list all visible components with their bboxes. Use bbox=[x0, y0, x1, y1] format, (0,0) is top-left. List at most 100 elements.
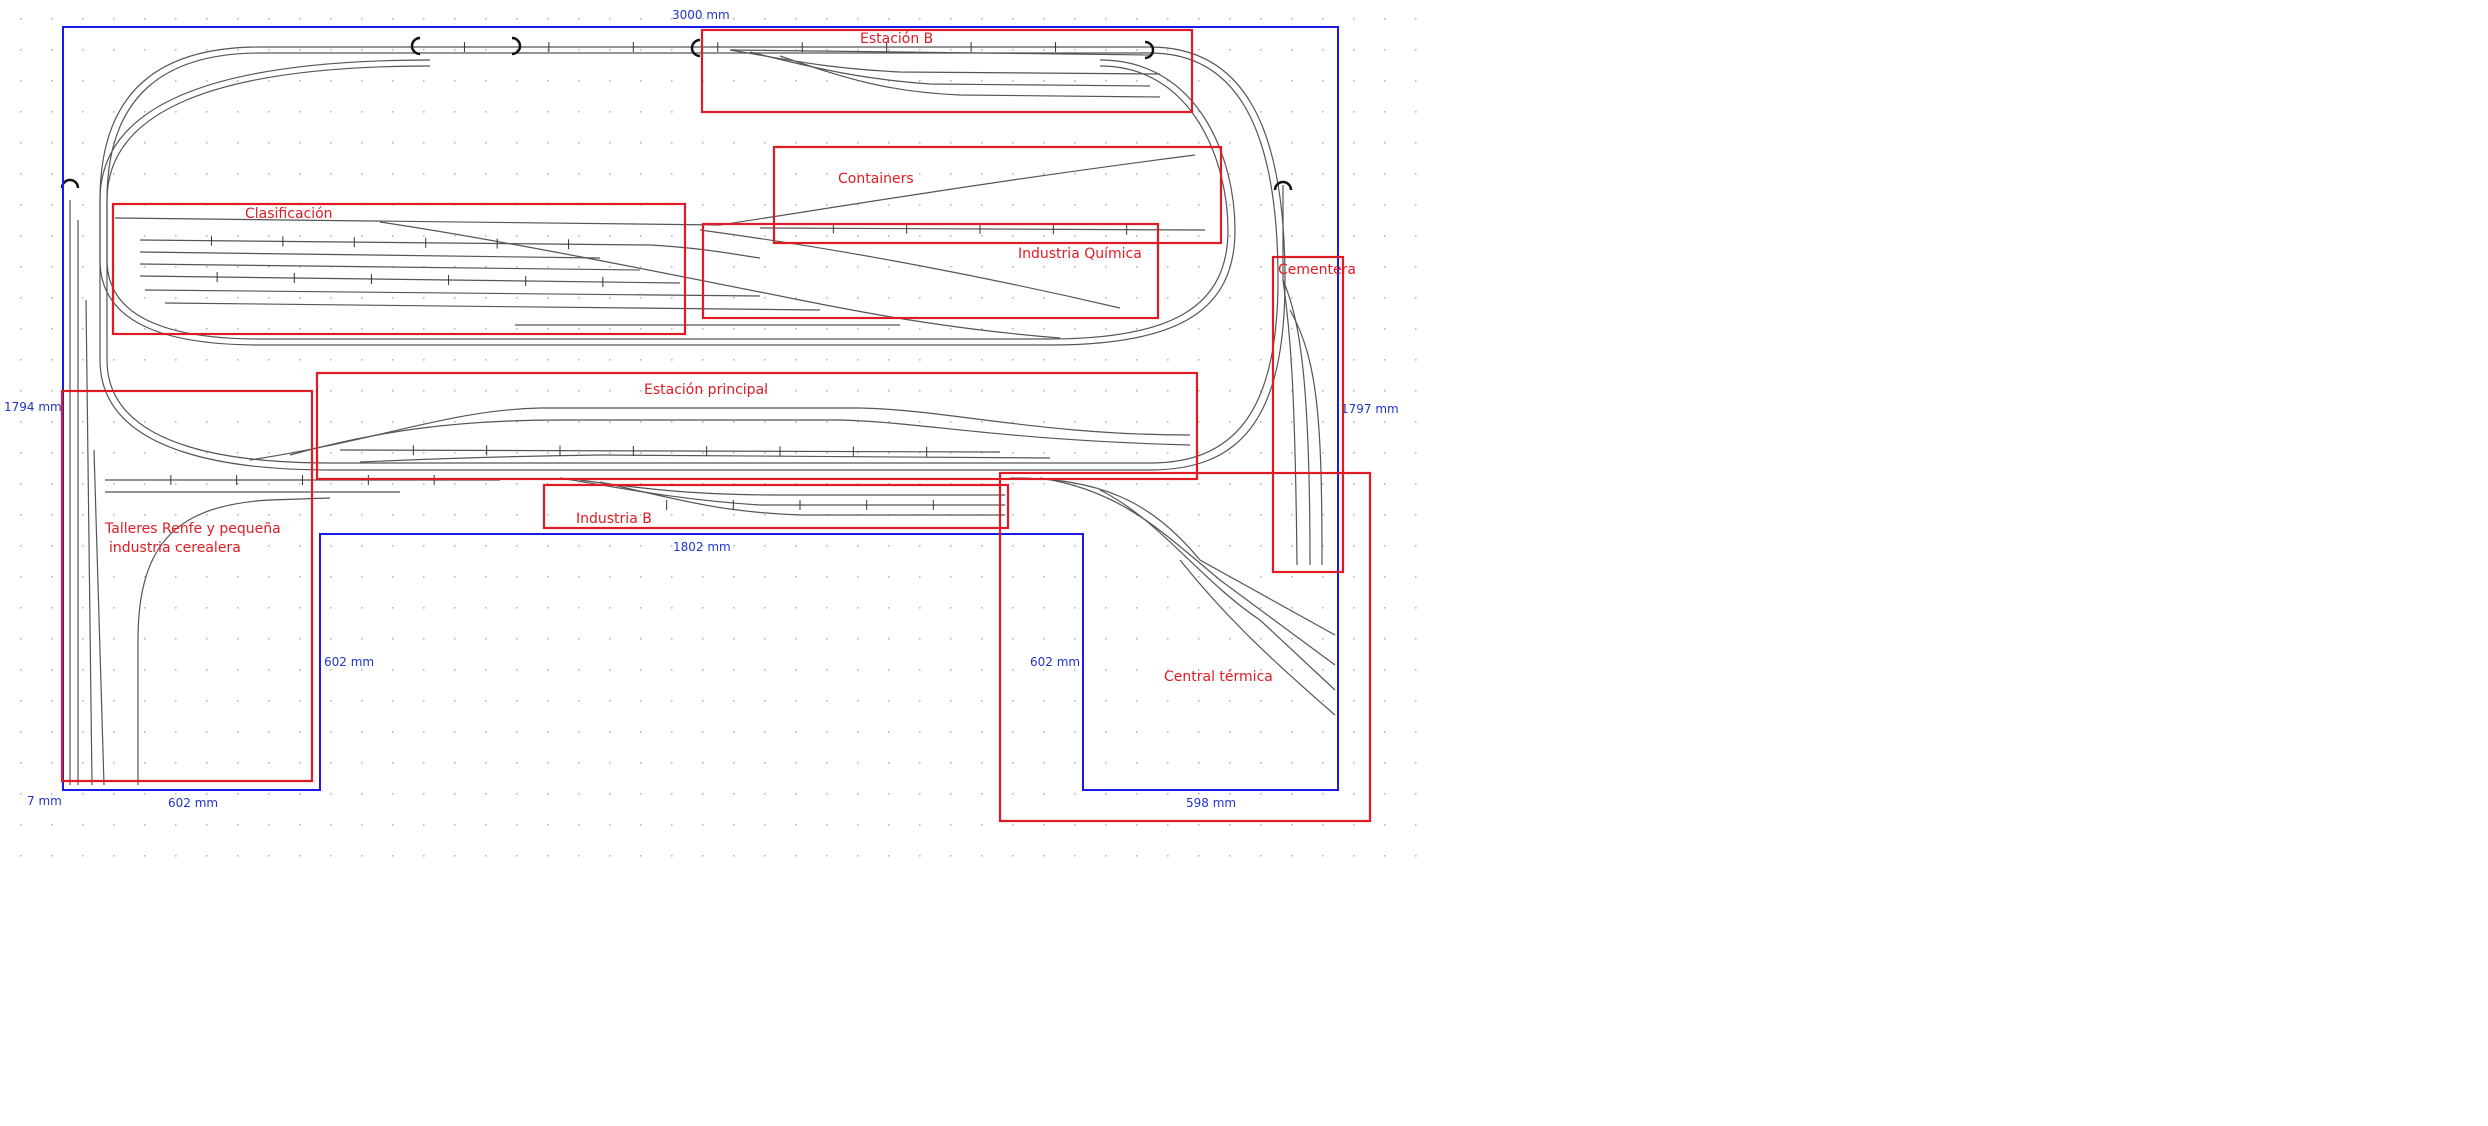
grid-dot bbox=[485, 762, 487, 764]
grid-dot bbox=[175, 607, 177, 609]
grid-dot bbox=[702, 328, 704, 330]
grid-dot bbox=[547, 18, 549, 20]
grid-dot bbox=[702, 545, 704, 547]
label-industria-quimica: Industria Química bbox=[1018, 246, 1142, 262]
grid-dot bbox=[671, 390, 673, 392]
grid-dot bbox=[1322, 638, 1324, 640]
grid-dot bbox=[919, 731, 921, 733]
grid-dot bbox=[330, 638, 332, 640]
grid-dot bbox=[1043, 514, 1045, 516]
grid-dot bbox=[144, 173, 146, 175]
grid-dot bbox=[144, 793, 146, 795]
grid-dot bbox=[299, 111, 301, 113]
grid-dot bbox=[361, 452, 363, 454]
grid-dot bbox=[175, 80, 177, 82]
grid-dot bbox=[1012, 142, 1014, 144]
grid-dot bbox=[144, 545, 146, 547]
grid-dot bbox=[361, 328, 363, 330]
grid-dot bbox=[733, 793, 735, 795]
grid-dot bbox=[888, 204, 890, 206]
grid-dot bbox=[609, 390, 611, 392]
grid-dot bbox=[1012, 235, 1014, 237]
grid-dot bbox=[919, 452, 921, 454]
grid-dot bbox=[1229, 297, 1231, 299]
grid-dot bbox=[1260, 483, 1262, 485]
grid-dot bbox=[175, 173, 177, 175]
grid-dot bbox=[857, 49, 859, 51]
grid-dot bbox=[1229, 452, 1231, 454]
grid-dot bbox=[1167, 824, 1169, 826]
grid-dot bbox=[1415, 297, 1417, 299]
grid-dot bbox=[1198, 266, 1200, 268]
grid-dot bbox=[1074, 204, 1076, 206]
grid-dot bbox=[578, 855, 580, 857]
grid-dot bbox=[1291, 638, 1293, 640]
grid-dot bbox=[144, 731, 146, 733]
grid-dot bbox=[144, 638, 146, 640]
grid-dot bbox=[857, 793, 859, 795]
grid-dot bbox=[702, 669, 704, 671]
grid-dot bbox=[237, 855, 239, 857]
grid-dot bbox=[1136, 18, 1138, 20]
grid-dot bbox=[950, 204, 952, 206]
grid-dot bbox=[113, 700, 115, 702]
grid-dot bbox=[206, 545, 208, 547]
grid-dot bbox=[206, 638, 208, 640]
grid-dot bbox=[1198, 204, 1200, 206]
grid-dot bbox=[578, 266, 580, 268]
grid-dot bbox=[919, 390, 921, 392]
grid-dot bbox=[1074, 452, 1076, 454]
grid-dot bbox=[640, 49, 642, 51]
workshop-track bbox=[93, 449, 105, 786]
grid-dot bbox=[1415, 545, 1417, 547]
grid-dot bbox=[330, 173, 332, 175]
grid-dot bbox=[20, 49, 22, 51]
grid-dot bbox=[1384, 638, 1386, 640]
grid-dot bbox=[206, 421, 208, 423]
grid-dot bbox=[1043, 80, 1045, 82]
grid-dot bbox=[299, 235, 301, 237]
grid-dot bbox=[1260, 855, 1262, 857]
grid-dot bbox=[609, 80, 611, 82]
grid-dot bbox=[144, 514, 146, 516]
grid-dot bbox=[795, 297, 797, 299]
grid-dot bbox=[1260, 824, 1262, 826]
grid-dot bbox=[1260, 80, 1262, 82]
grid-dot bbox=[1012, 669, 1014, 671]
grid-dot bbox=[1260, 235, 1262, 237]
grid-dot bbox=[733, 80, 735, 82]
grid-dot bbox=[702, 142, 704, 144]
grid-dot bbox=[578, 421, 580, 423]
grid-dot bbox=[1136, 855, 1138, 857]
grid-dot bbox=[516, 545, 518, 547]
grid-dot bbox=[578, 452, 580, 454]
grid-dot bbox=[175, 49, 177, 51]
grid-dot bbox=[1198, 173, 1200, 175]
grid-dot bbox=[826, 638, 828, 640]
grid-dot bbox=[454, 49, 456, 51]
grid-dot bbox=[175, 700, 177, 702]
grid-dot bbox=[1105, 762, 1107, 764]
grid-dot bbox=[1229, 669, 1231, 671]
grid-dot bbox=[1322, 669, 1324, 671]
grid-dot bbox=[330, 731, 332, 733]
grid-dot bbox=[516, 793, 518, 795]
grid-dot bbox=[671, 576, 673, 578]
grid-dot bbox=[361, 18, 363, 20]
containers-track bbox=[759, 227, 1206, 231]
grid-dot bbox=[330, 793, 332, 795]
grid-dot bbox=[702, 824, 704, 826]
grid-dot bbox=[857, 855, 859, 857]
grid-dot bbox=[888, 142, 890, 144]
grid-dot bbox=[733, 452, 735, 454]
grid-dot bbox=[1074, 824, 1076, 826]
grid-dot bbox=[826, 576, 828, 578]
grid-dot bbox=[268, 235, 270, 237]
grid-dot bbox=[454, 607, 456, 609]
grid-dot bbox=[1322, 80, 1324, 82]
grid-dot bbox=[1167, 700, 1169, 702]
grid-dot bbox=[1012, 607, 1014, 609]
grid-dot bbox=[733, 514, 735, 516]
grid-dot bbox=[113, 514, 115, 516]
grid-dot bbox=[1105, 731, 1107, 733]
